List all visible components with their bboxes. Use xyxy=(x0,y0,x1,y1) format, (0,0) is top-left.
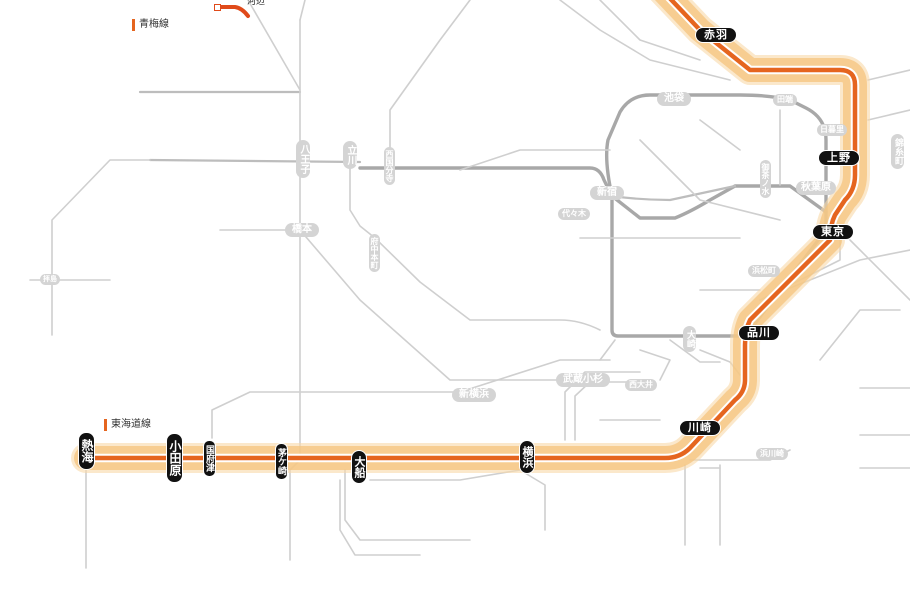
station-ochanomizu[interactable]: 御茶ノ水 xyxy=(760,160,771,198)
station-shinagawa[interactable]: 品川 xyxy=(738,325,780,341)
station-kozu[interactable]: 国府津 xyxy=(203,440,216,477)
station-nishikokubunji[interactable]: 西国分寺 xyxy=(384,147,395,185)
station-shinjuku[interactable]: 新宿 xyxy=(590,186,624,200)
station-tabata[interactable]: 田端 xyxy=(773,94,797,106)
station-haijima[interactable]: 拝島 xyxy=(40,274,60,285)
station-tachikawa[interactable]: 立川 xyxy=(343,141,357,169)
station-hachioji[interactable]: 八王子 xyxy=(296,140,310,178)
station-hamamatsucho[interactable]: 浜松町 xyxy=(748,265,780,277)
station-akabane[interactable]: 赤羽 xyxy=(695,27,737,43)
station-kawasaki[interactable]: 川崎 xyxy=(679,420,721,436)
station-hamakawasaki[interactable]: 浜川崎 xyxy=(756,448,788,460)
station-ikebukuro[interactable]: 池袋 xyxy=(657,92,691,106)
station-nishioi[interactable]: 西大井 xyxy=(625,379,657,391)
ome-station-marker xyxy=(214,4,221,11)
ome-line xyxy=(216,5,250,18)
station-chigasaki[interactable]: 茅ケ崎 xyxy=(275,443,288,480)
station-hashimoto[interactable]: 橋本 xyxy=(285,223,319,237)
station-atami[interactable]: 熱海 xyxy=(78,432,95,470)
station-ueno[interactable]: 上野 xyxy=(818,150,860,166)
ome-color-swatch xyxy=(132,19,135,31)
tokaido-color-swatch xyxy=(104,419,107,431)
station-akihabara[interactable]: 秋葉原 xyxy=(796,181,836,195)
station-yoyogi[interactable]: 代々木 xyxy=(558,208,590,220)
station-musashikosugi[interactable]: 武蔵小杉 xyxy=(556,373,610,387)
station-ofuna[interactable]: 大船 xyxy=(351,450,367,484)
station-odawara[interactable]: 小田原 xyxy=(166,433,183,483)
station-fuchuhommachi[interactable]: 府中本町 xyxy=(369,234,380,272)
station-shinyokohama[interactable]: 新横浜 xyxy=(452,388,496,402)
legend-ome: 青梅線 xyxy=(132,19,169,31)
legend-tokaido: 東海道線 xyxy=(104,419,151,431)
legend-ome-label: 青梅線 xyxy=(139,19,169,30)
station-yokohama[interactable]: 横浜 xyxy=(519,440,535,474)
station-nippori[interactable]: 日暮里 xyxy=(817,124,847,136)
legend-tokaido-label: 東海道線 xyxy=(111,419,151,430)
station-osaki[interactable]: 大崎 xyxy=(683,326,696,352)
station-kawabe: 河辺 xyxy=(247,0,266,7)
station-tokyo[interactable]: 東京 xyxy=(812,224,854,240)
station-kinshicho[interactable]: 錦糸町 xyxy=(891,134,904,169)
